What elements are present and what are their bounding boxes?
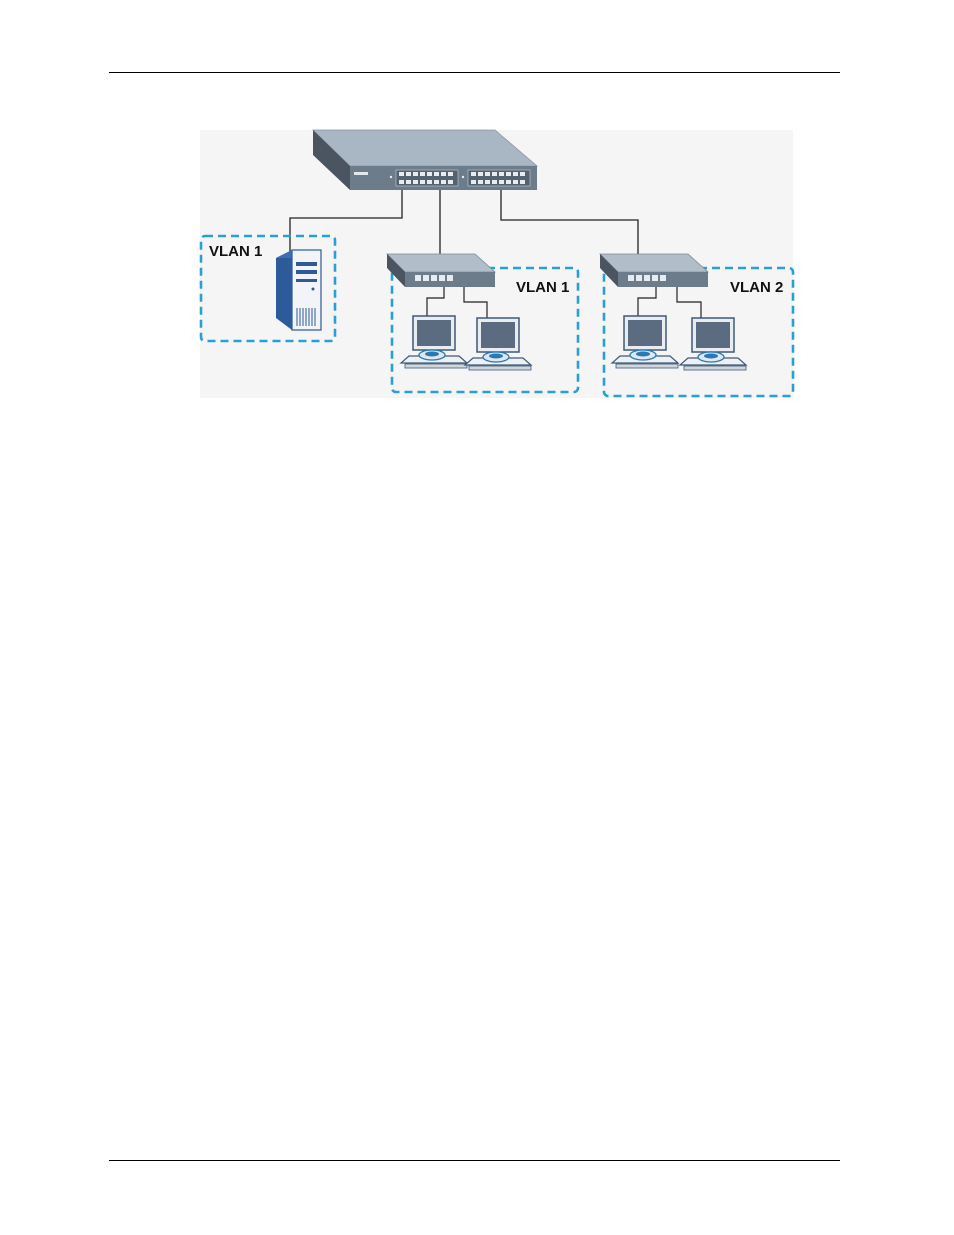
workgroup-switch-icon (600, 254, 708, 287)
workgroup-switch-icon (387, 254, 495, 287)
server-icon (276, 250, 321, 330)
vlan-1-client-label: VLAN 1 (516, 279, 569, 296)
vlan-1-server-label: VLAN 1 (209, 243, 262, 260)
vlan-2-client-label: VLAN 2 (730, 279, 783, 296)
core-switch-icon (313, 130, 537, 190)
